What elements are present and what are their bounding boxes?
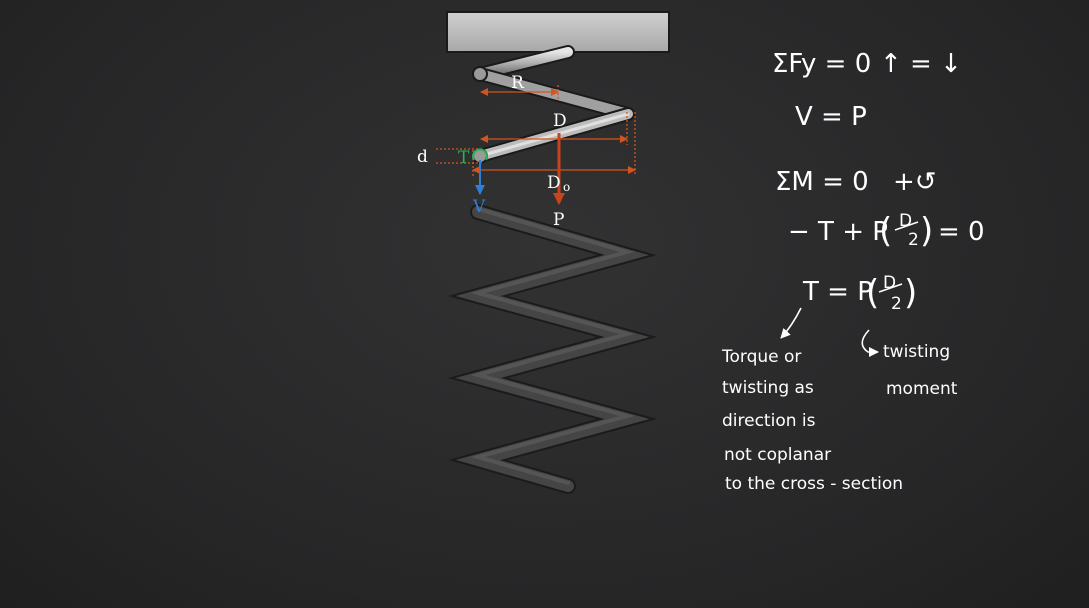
equations-panel: ΣFy = 0 ↑ = ↓ V = P ΣM = 0 +↺ − T + P ( …	[721, 49, 985, 494]
eq-moment-paren-close: )	[920, 211, 933, 251]
note-twisting-moment-1: twisting	[883, 342, 950, 362]
label-D: D	[553, 111, 567, 131]
eq-t-frac-den: 2	[891, 294, 902, 314]
coil-top-end	[472, 66, 488, 82]
eq-moment-frac-den: 2	[908, 230, 919, 250]
eq-moment-paren-open: (	[879, 211, 892, 251]
fixed-support	[446, 11, 670, 53]
eq-t-paren-close: )	[904, 273, 917, 313]
note-torque-line-3: direction is	[722, 411, 816, 431]
eq-t-paren-open: (	[866, 273, 879, 313]
eq-sum-m-sign: +↺	[893, 167, 937, 197]
lower-spring-coils	[447, 204, 658, 494]
eq-t-frac-bar	[878, 283, 903, 293]
label-Do: D	[547, 173, 561, 193]
label-T: T	[458, 148, 470, 168]
upper-spring-coils	[473, 45, 635, 163]
eq-v-equals-p: V = P	[795, 102, 867, 132]
eq-sum-fy-sign: ↑ = ↓	[880, 49, 962, 79]
eq-moment-frac-bar	[894, 221, 919, 231]
dimension-lines	[436, 85, 636, 176]
torque-T-arrow	[472, 148, 488, 161]
pointer-to-twisting-moment	[861, 329, 879, 357]
label-d: d	[417, 147, 428, 167]
eq-sum-fy: ΣFy = 0	[772, 49, 871, 79]
eq-moment-lhs: − T + P	[788, 217, 888, 247]
label-Do-subscript: o	[563, 180, 570, 194]
eq-moment-rhs: = 0	[938, 217, 985, 247]
eq-sum-m: ΣM = 0	[775, 167, 869, 197]
label-V: V	[472, 197, 486, 217]
note-torque-line-5: to the cross - section	[725, 474, 903, 494]
note-torque-line-1: Torque or	[721, 347, 801, 367]
label-R: R	[511, 73, 525, 93]
note-torque-line-2: twisting as	[722, 378, 814, 398]
note-twisting-moment-2: moment	[886, 379, 958, 399]
eq-t-lhs: T = P	[802, 277, 873, 307]
pointer-to-torque-note	[780, 307, 802, 339]
label-P: P	[553, 210, 564, 230]
note-torque-line-4: not coplanar	[724, 445, 831, 465]
